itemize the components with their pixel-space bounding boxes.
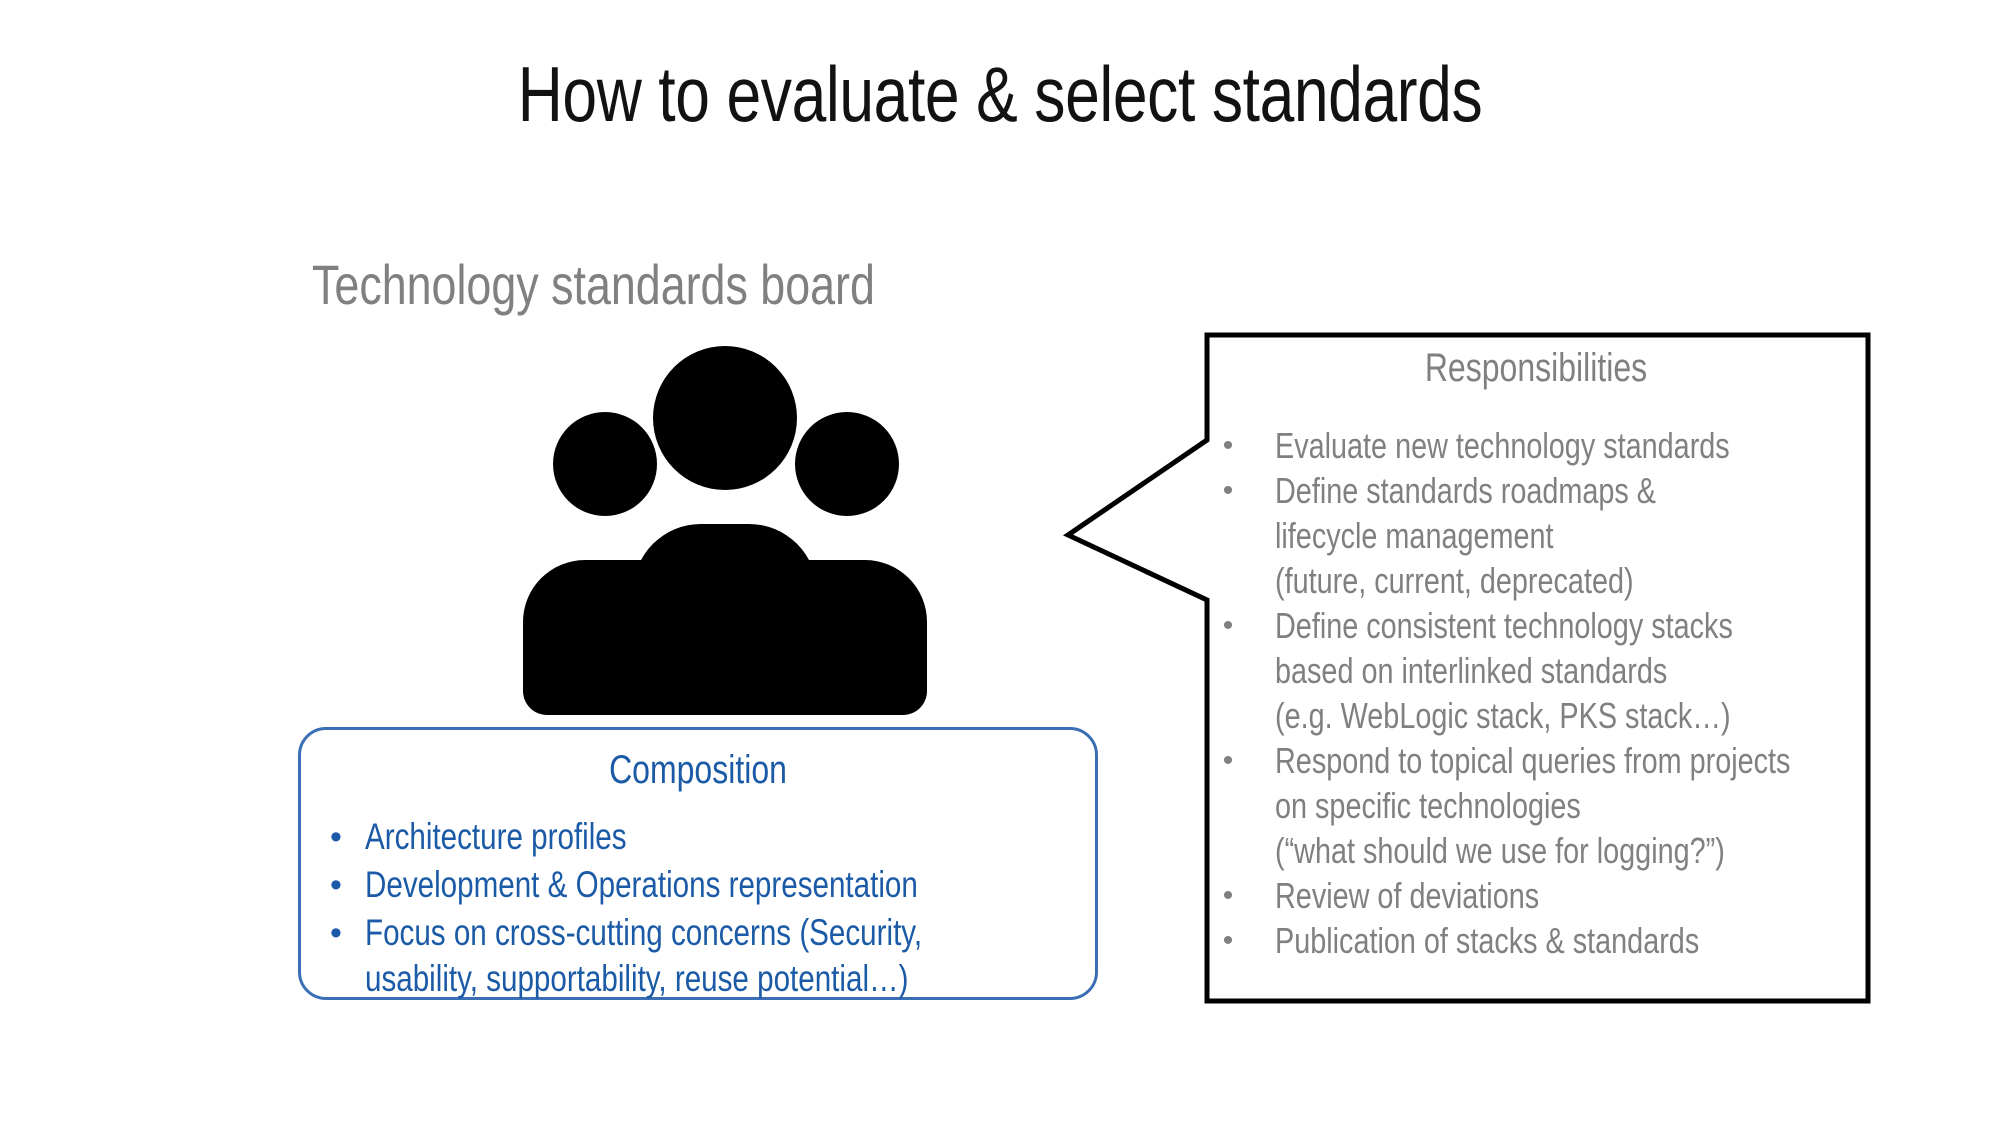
responsibilities-item-text: Define consistent technology stacks base… bbox=[1275, 605, 1733, 736]
responsibilities-item-text: Publication of stacks & standards bbox=[1275, 920, 1700, 961]
people-group-icon bbox=[495, 330, 955, 715]
responsibilities-callout: Responsibilities • Evaluate new technolo… bbox=[1060, 328, 1875, 1008]
list-item: • Development & Operations representatio… bbox=[301, 862, 1095, 908]
responsibilities-list: • Evaluate new technology standards • De… bbox=[1207, 423, 1877, 963]
list-item: • Publication of stacks & standards bbox=[1207, 918, 1877, 963]
composition-heading: Composition bbox=[609, 748, 787, 792]
list-item: • Evaluate new technology standards bbox=[1207, 423, 1877, 468]
composition-list: • Architecture profiles • Development & … bbox=[301, 814, 1095, 1004]
list-item: • Review of deviations bbox=[1207, 873, 1877, 918]
responsibilities-item-text: Review of deviations bbox=[1275, 875, 1540, 916]
responsibilities-heading: Responsibilities bbox=[1424, 346, 1648, 390]
bullet-icon: • bbox=[1222, 879, 1234, 912]
bullet-icon: • bbox=[330, 914, 342, 952]
responsibilities-item-text: Respond to topical queries from projects… bbox=[1275, 740, 1791, 871]
bullet-icon: • bbox=[1222, 609, 1234, 642]
list-item: • Focus on cross-cutting concerns (Secur… bbox=[301, 910, 1095, 1002]
bullet-icon: • bbox=[330, 866, 342, 904]
bullet-icon: • bbox=[1222, 744, 1234, 777]
list-item: • Architecture profiles bbox=[301, 814, 1095, 860]
subtitle: Technology standards board bbox=[312, 253, 875, 316]
list-item: • Respond to topical queries from projec… bbox=[1207, 738, 1877, 873]
responsibilities-item-text: Evaluate new technology standards bbox=[1275, 425, 1730, 466]
page-title: How to evaluate & select standards bbox=[517, 50, 1483, 138]
bullet-icon: • bbox=[1222, 924, 1234, 957]
responsibilities-item-text: Define standards roadmaps & lifecycle ma… bbox=[1275, 470, 1657, 601]
callout-outline bbox=[1060, 328, 1875, 1008]
list-item: • Define standards roadmaps & lifecycle … bbox=[1207, 468, 1877, 603]
bullet-icon: • bbox=[330, 818, 342, 856]
list-item: • Define consistent technology stacks ba… bbox=[1207, 603, 1877, 738]
composition-card: Composition • Architecture profiles • De… bbox=[298, 727, 1098, 1000]
bullet-icon: • bbox=[1222, 429, 1234, 462]
composition-item-text: Focus on cross-cutting concerns (Securit… bbox=[365, 912, 923, 999]
composition-item-text: Development & Operations representation bbox=[365, 864, 918, 905]
bullet-icon: • bbox=[1222, 474, 1234, 507]
composition-item-text: Architecture profiles bbox=[365, 816, 627, 857]
